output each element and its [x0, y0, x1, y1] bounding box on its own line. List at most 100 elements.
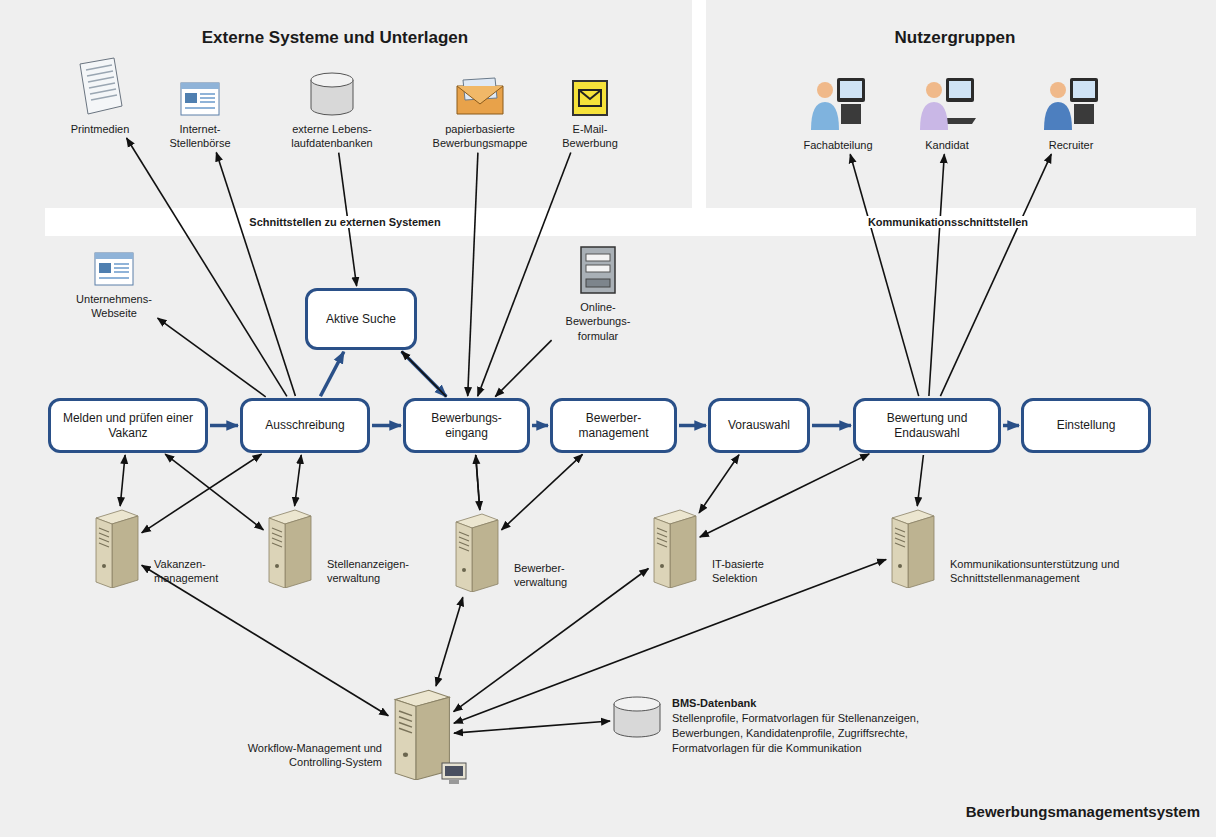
process-flow-arrow [210, 424, 238, 428]
icon [180, 54, 220, 116]
node-text: Workflow-Management und Controlling-Syst… [248, 742, 382, 768]
connector [158, 318, 266, 397]
node-text: E-Mail- Bewerbung [556, 122, 624, 151]
node-text: Aktive Suche [326, 312, 396, 327]
server-module: Stellenanzeigen- verwaltung [265, 508, 439, 591]
connector [929, 154, 944, 396]
interface-band-label: Schnittstellen zu externen Systemen [45, 208, 645, 236]
label-block: Bewerber- verwaltung [514, 561, 600, 590]
node-text: Kandidat [925, 138, 968, 152]
label-block: Stellenanzeigen- verwaltung [327, 557, 439, 586]
user-group: Fachabteilung [788, 70, 888, 152]
monitor-icon [440, 762, 470, 789]
icon [455, 54, 505, 116]
process-flow-arrow [402, 351, 447, 396]
connector [120, 455, 125, 506]
node-text: Melden und prüfen einer Vakanz [59, 411, 197, 441]
icon [1040, 70, 1102, 132]
server-module: Vakanzen- management [92, 508, 234, 591]
icon [580, 244, 616, 294]
process-flow-arrow [372, 424, 401, 428]
node-text: Kommunikationsunterstützung und Schnitts… [950, 558, 1119, 584]
node-text: Ausschreibung [265, 418, 344, 433]
server-module: IT-basierte Selektion [650, 508, 798, 591]
process-flow-arrow [679, 424, 706, 428]
connector [700, 454, 869, 537]
icon [807, 70, 869, 132]
connector [454, 721, 610, 733]
email-icon: E-Mail- Bewerbung [556, 54, 624, 151]
process-box: Melden und prüfen einer Vakanz [48, 398, 208, 453]
connector [127, 138, 287, 396]
website-icon: Unternehmens- Webseite [72, 252, 156, 321]
process-box: Bewerber- management [550, 398, 677, 453]
node-text: Bewerber- verwaltung [514, 562, 567, 588]
database: BMS-DatenbankStellenprofile, Formatvorla… [612, 696, 982, 755]
node-text: Recruiter [1049, 138, 1094, 152]
label-block: Vakanzen- management [154, 557, 234, 586]
process-box: Bewerbungs- eingang [403, 398, 530, 453]
connector [476, 455, 480, 510]
workflow-server: Workflow-Management und Controlling-Syst… [240, 688, 452, 783]
connector [402, 351, 447, 396]
user-group: Recruiter [1028, 70, 1114, 152]
connector [454, 569, 649, 712]
connector [917, 455, 923, 506]
process-flow-arrow [532, 424, 548, 428]
icon [309, 54, 355, 116]
icon [74, 54, 126, 116]
node-text: IT-basierte Selektion [712, 558, 764, 584]
node-text: papierbasierte Bewerbungsmappe [428, 122, 532, 151]
connector [468, 153, 478, 396]
node-text: Online- Bewerbungs- formular [553, 300, 643, 343]
job-board-icon: Internet- Stellenbörse [158, 54, 242, 151]
connector [699, 455, 739, 513]
connector [216, 153, 295, 397]
process-flow-arrow [812, 424, 851, 428]
connector [495, 340, 551, 397]
connector [850, 154, 919, 396]
label-block: IT-basierte Selektion [712, 557, 798, 586]
label-block: Workflow-Management und Controlling-Syst… [240, 741, 382, 770]
icon [916, 70, 978, 132]
section-heading: Nutzergruppen [870, 28, 1040, 48]
interface-band [45, 208, 1196, 236]
connector [502, 454, 583, 530]
connector [142, 454, 262, 533]
server-module: Bewerber- verwaltung [452, 512, 600, 595]
node-text: Printmedien [71, 122, 130, 136]
form-icon: Online- Bewerbungs- formular [553, 244, 643, 343]
process-box: Einstellung [1021, 398, 1151, 453]
node-text: Internet- Stellenbörse [158, 122, 242, 151]
node-text: Schnittstellen zu externen Systemen [245, 216, 444, 228]
server-module: Kommunikationsunterstützung und Schnitts… [888, 508, 1216, 591]
node-text: BMS-Datenbank [672, 696, 982, 711]
node-text: Unternehmens- Webseite [72, 292, 156, 321]
media-icon: Printmedien [60, 54, 140, 136]
label-block: Kommunikationsunterstützung und Schnitts… [950, 557, 1216, 586]
icon [94, 252, 134, 286]
connector [142, 565, 389, 715]
icon [92, 508, 140, 591]
icon [888, 508, 936, 591]
paper-application-icon: papierbasierte Bewerbungsmappe [428, 54, 532, 151]
node-text: Einstellung [1057, 418, 1116, 433]
icon [650, 508, 698, 591]
connector [295, 455, 302, 506]
label-block: BMS-DatenbankStellenprofile, Formatvorla… [672, 696, 982, 755]
icon [612, 696, 662, 742]
icon [572, 54, 608, 116]
connector [436, 597, 463, 686]
icon [265, 508, 313, 591]
interface-band-label: Kommunikationsschnittstellen [700, 208, 1196, 236]
connector [478, 153, 571, 397]
system-title: Bewerbungsmanagementsystem [880, 803, 1200, 820]
process-flow-arrow [320, 352, 343, 396]
section-heading: Externe Systeme und Unterlagen [190, 28, 480, 48]
icon [452, 512, 500, 595]
icon [390, 688, 452, 783]
connector [940, 154, 1051, 396]
node-text: Vorauswahl [728, 418, 790, 433]
